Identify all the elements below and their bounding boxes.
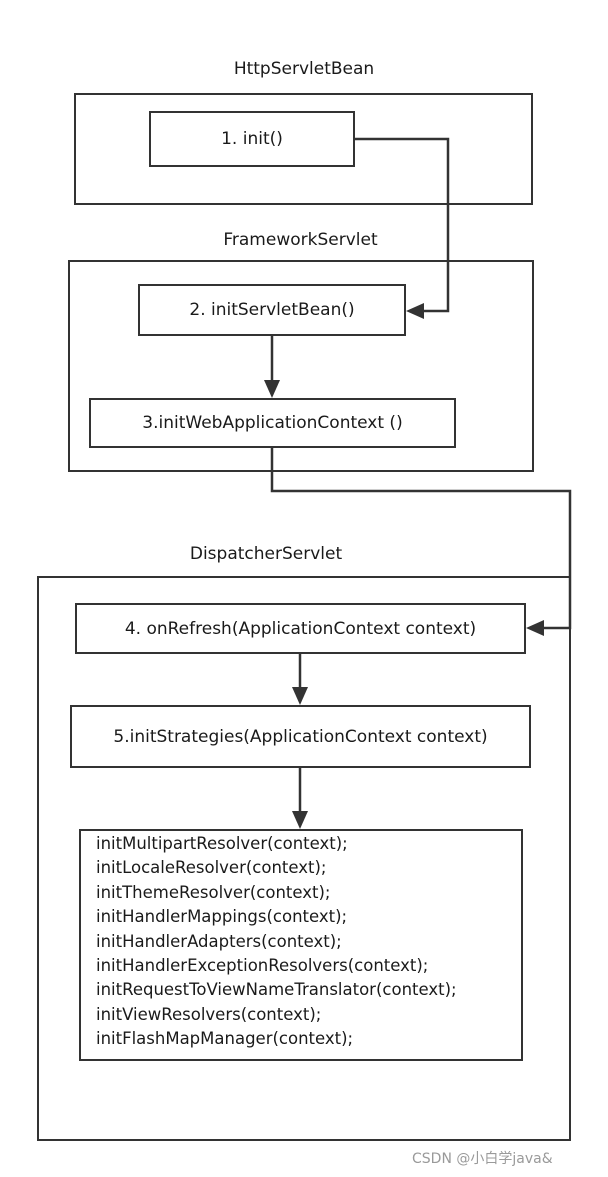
arrowhead-to-on-refresh — [526, 620, 544, 636]
arrowhead-to-init-servlet-bean — [406, 303, 424, 319]
step5-init-strategies-box: 5.initStrategies(ApplicationContext cont… — [70, 705, 531, 768]
strategy-item: initHandlerMappings(context); — [96, 907, 348, 927]
arrowhead-to-strategies-list — [292, 811, 308, 829]
strategy-item: initThemeResolver(context); — [96, 882, 331, 902]
step3-init-web-app-context-label: 3.initWebApplicationContext () — [142, 413, 403, 433]
connector-web-context-to-on-refresh — [270, 448, 572, 630]
step3-init-web-app-context-box: 3.initWebApplicationContext () — [89, 398, 456, 448]
watermark-text: CSDN @小白学java& — [412, 1151, 553, 1167]
step4-on-refresh-box: 4. onRefresh(ApplicationContext context) — [75, 603, 526, 654]
framework-servlet-title: FrameworkServlet — [223, 230, 378, 250]
arrowhead-to-web-context — [264, 380, 280, 398]
http-servlet-bean-frame — [74, 93, 533, 205]
strategy-item: initViewResolvers(context); — [96, 1004, 322, 1024]
strategy-item: initFlashMapManager(context); — [96, 1029, 354, 1049]
step1-init-label: 1. init() — [221, 129, 283, 149]
strategy-item: initRequestToViewNameTranslator(context)… — [96, 980, 457, 1000]
step1-init-box: 1. init() — [149, 111, 355, 167]
strategies-list-box: initMultipartResolver(context); initLoca… — [79, 829, 523, 1061]
connector-init-to-init-servlet-bean — [355, 137, 450, 313]
dispatcher-servlet-frame — [37, 576, 571, 1141]
dispatcher-servlet-title: DispatcherServlet — [189, 544, 343, 564]
http-servlet-bean-title: HttpServletBean — [233, 59, 375, 79]
strategy-item: initHandlerAdapters(context); — [96, 931, 342, 951]
strategy-item: initHandlerExceptionResolvers(context); — [96, 956, 429, 976]
arrowhead-to-init-strategies — [292, 687, 308, 705]
step5-init-strategies-label: 5.initStrategies(ApplicationContext cont… — [113, 726, 488, 747]
strategy-item: initMultipartResolver(context); — [96, 834, 348, 853]
step2-init-servlet-bean-label: 2. initServletBean() — [189, 300, 355, 320]
strategy-item: initLocaleResolver(context); — [96, 858, 327, 878]
step4-on-refresh-label: 4. onRefresh(ApplicationContext context) — [124, 618, 477, 639]
framework-servlet-frame — [68, 260, 534, 472]
step2-init-servlet-bean-box: 2. initServletBean() — [138, 284, 406, 336]
